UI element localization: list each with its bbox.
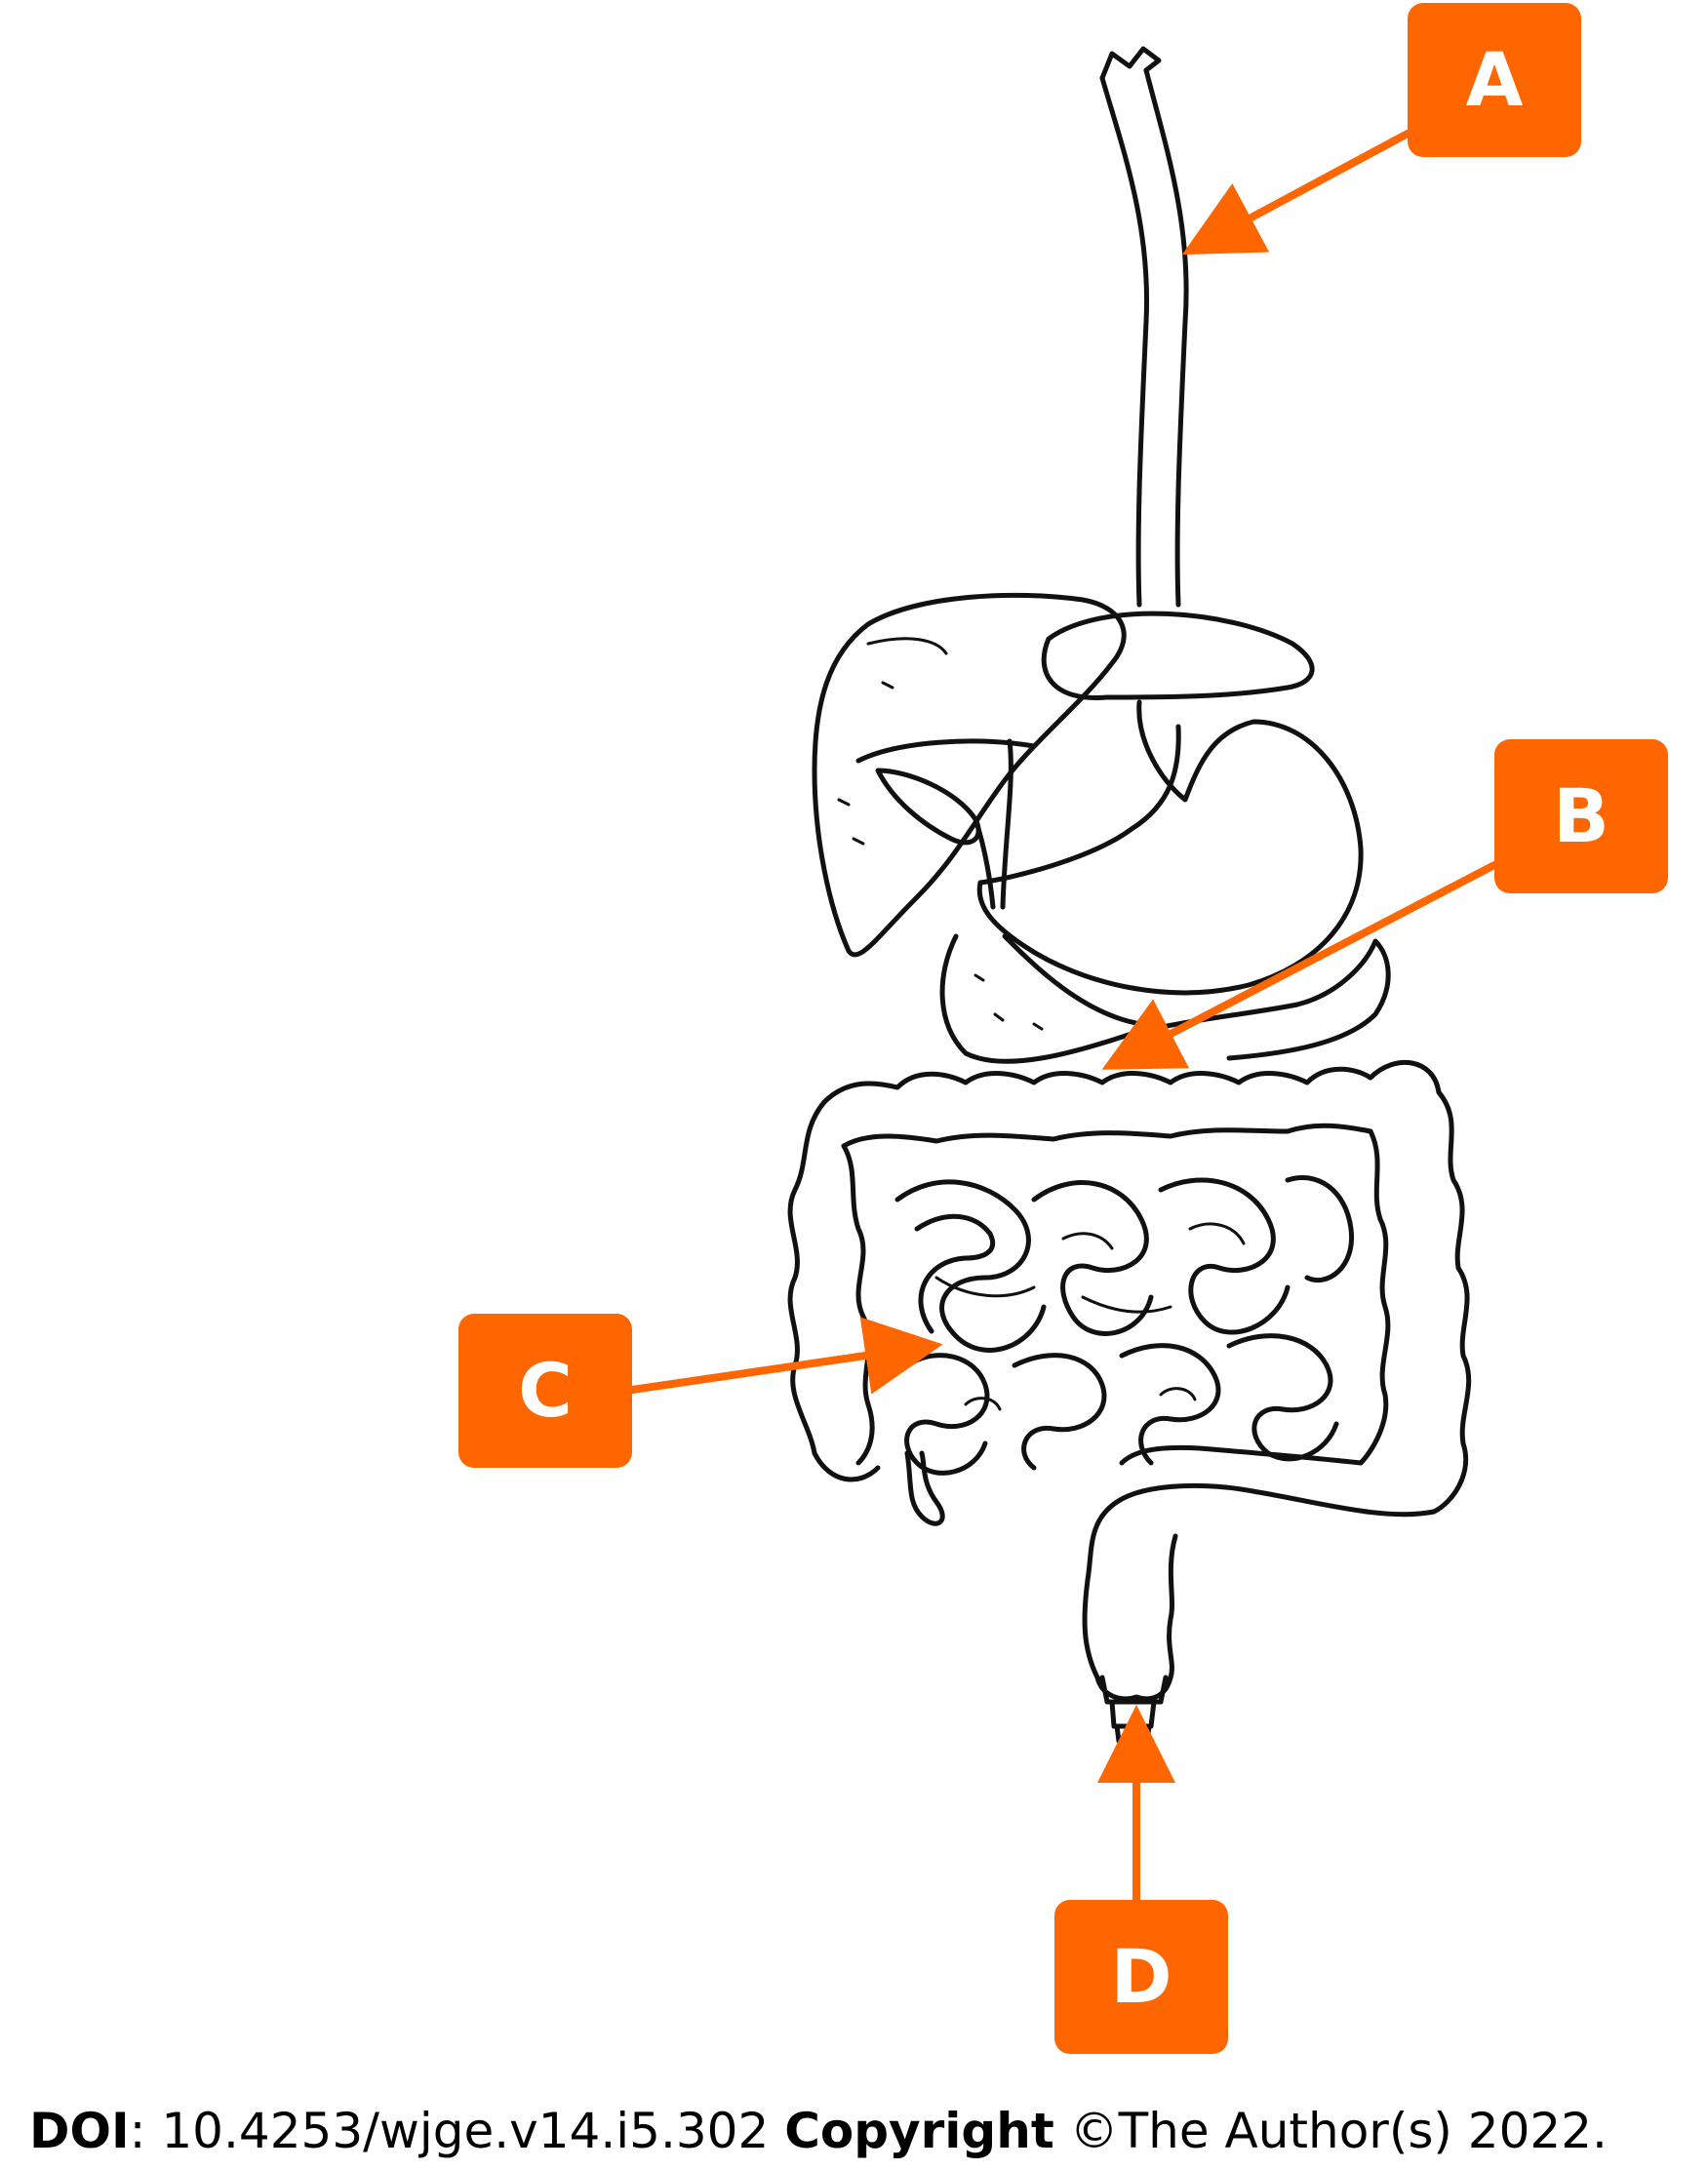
citation-footer: DOI: 10.4253/wjge.v14.i5.302 Copyright ©… <box>29 2107 1608 2155</box>
small-intestine-drawing <box>894 1174 1354 1476</box>
pancreas-drawing <box>939 933 1391 1064</box>
arrow-to-c <box>628 1317 943 1395</box>
esophagus-drawing <box>1099 46 1189 608</box>
doi-label: DOI <box>29 2103 130 2159</box>
gallbladder-drawing <box>875 738 1013 910</box>
doi-value: : 10.4253/wjge.v14.i5.302 <box>129 2103 770 2159</box>
label-a-badge: A <box>1408 3 1581 157</box>
label-b-badge: B <box>1494 739 1668 893</box>
arrow-to-a <box>1181 130 1411 256</box>
rectum-drawing <box>1094 1675 1173 1744</box>
copyright-value: ©The Author(s) 2022. <box>1069 2103 1608 2159</box>
label-c-badge: C <box>458 1314 632 1468</box>
arrow-to-b <box>1101 861 1498 1070</box>
liver-drawing <box>812 592 1127 958</box>
large-intestine-drawing <box>787 1060 1472 1680</box>
label-d-badge: D <box>1054 1900 1228 2054</box>
copyright-label: Copyright <box>784 2103 1054 2159</box>
